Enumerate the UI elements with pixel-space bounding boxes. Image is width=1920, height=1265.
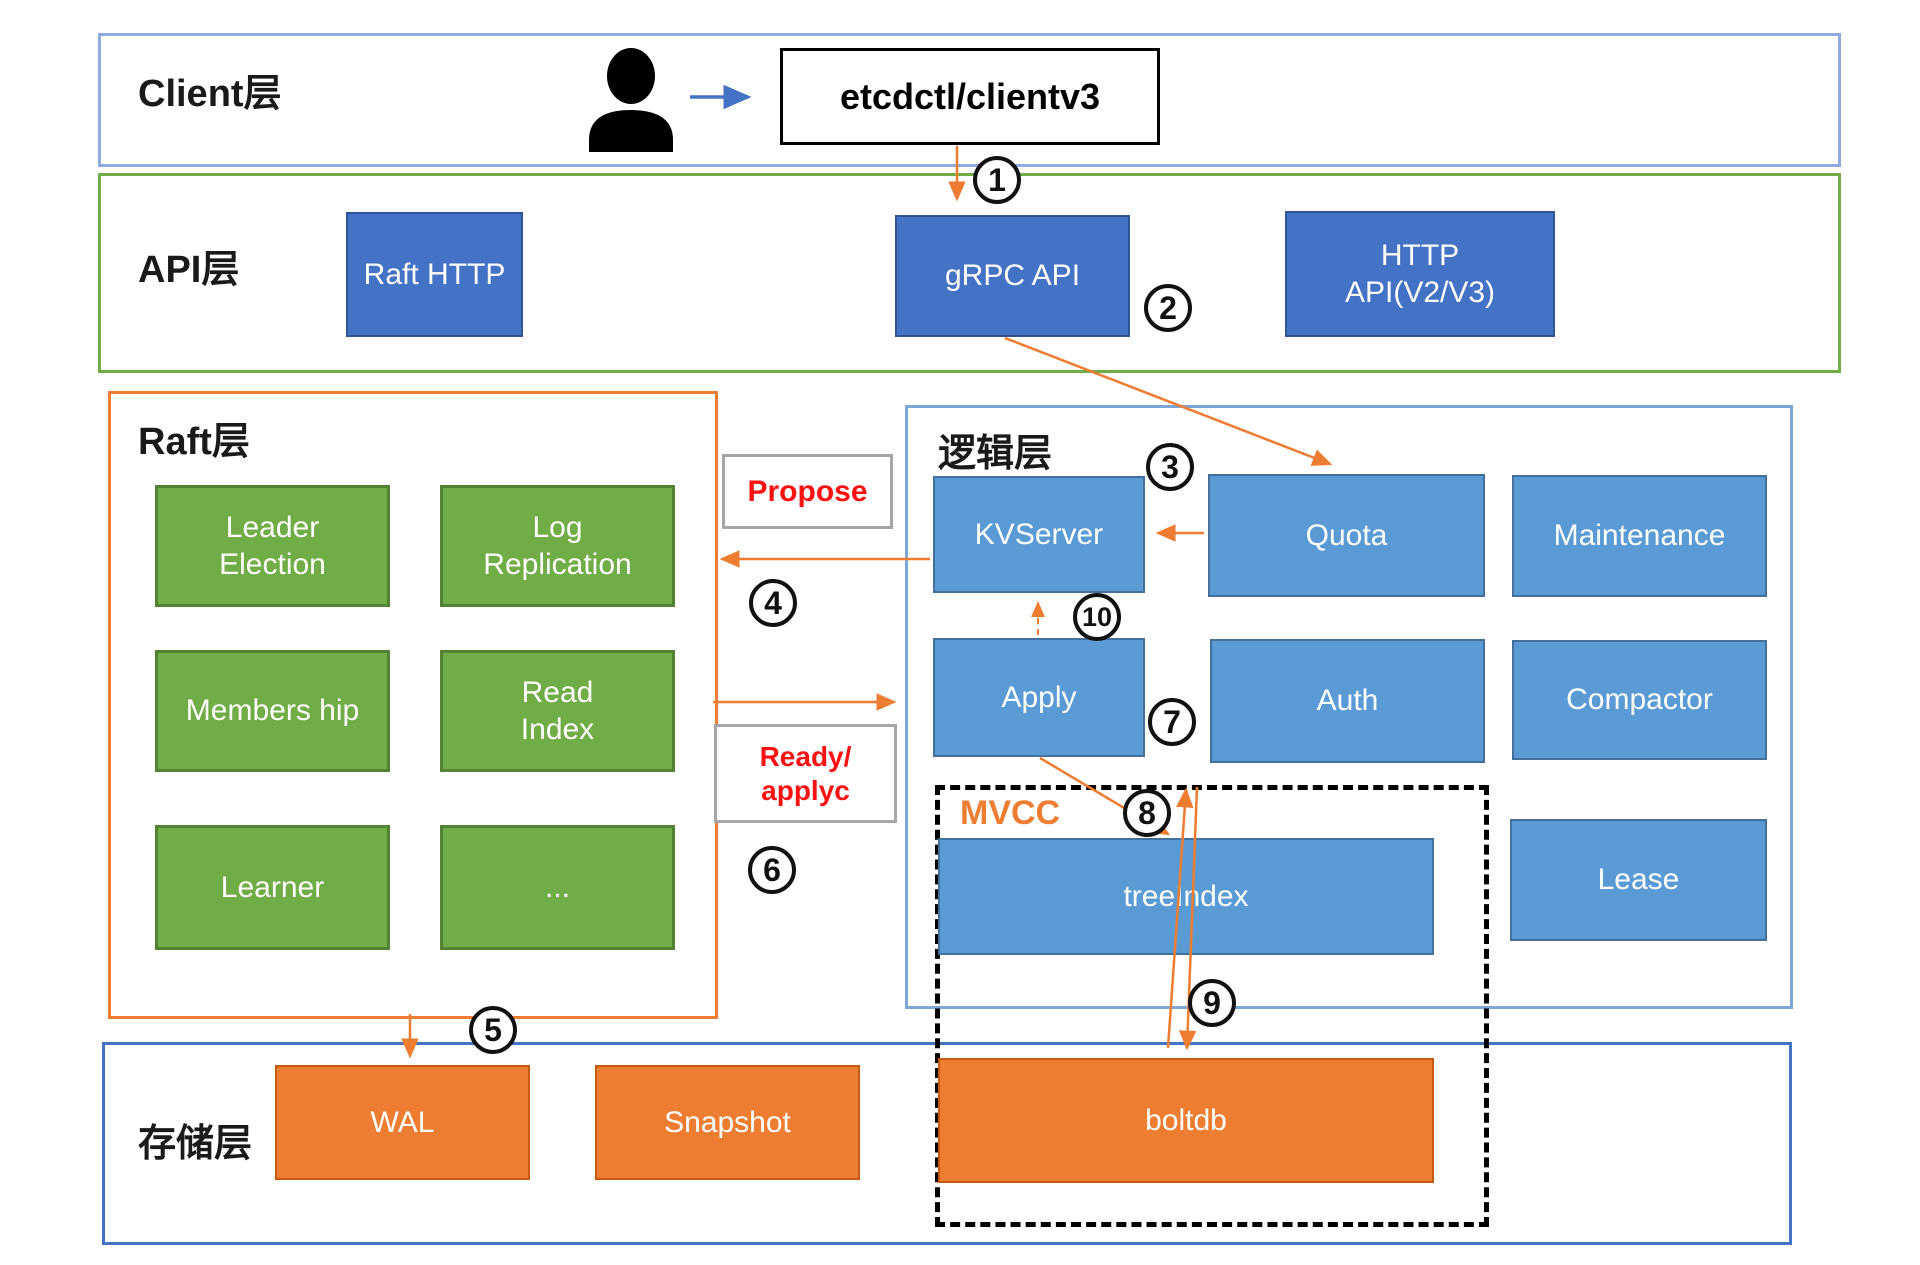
quota-box: Quota (1208, 474, 1485, 597)
auth-label: Auth (1316, 684, 1379, 718)
step-8-badge: 8 (1123, 789, 1171, 837)
grpc-api-box: gRPC API (895, 215, 1130, 337)
step-9-number: 9 (1203, 984, 1221, 1021)
step-1-badge: 1 (973, 156, 1021, 204)
ready-label-line2: applyc (761, 774, 850, 806)
propose-tag: Propose (722, 454, 893, 529)
step-9-badge: 9 (1188, 979, 1236, 1027)
wal-label: WAL (370, 1105, 435, 1139)
step-10-badge: 10 (1073, 593, 1121, 641)
snapshot-label: Snapshot (664, 1105, 791, 1139)
read-index-box: Read Index (440, 650, 675, 772)
raft-http-label: Raft HTTP (363, 257, 506, 291)
step-1-number: 1 (988, 161, 1006, 198)
ready-applyc-tag: Ready/ applyc (714, 724, 897, 823)
raft-layer-label: Raft层 (138, 421, 250, 463)
leader-election-box: Leader Election (155, 485, 390, 607)
http-api-box: HTTP API(V2/V3) (1285, 211, 1555, 337)
kvserver-label: KVServer (974, 517, 1104, 551)
lease-box: Lease (1510, 819, 1767, 941)
treeindex-label: treeIndex (1123, 879, 1249, 913)
maintenance-box: Maintenance (1512, 475, 1767, 597)
compactor-label: Compactor (1566, 683, 1713, 717)
boltdb-label: boltdb (1145, 1103, 1227, 1137)
leader-election-label: Leader Election (219, 510, 326, 582)
step-3-number: 3 (1161, 448, 1179, 485)
boltdb-box: boltdb (938, 1058, 1434, 1183)
log-replication-box: Log Replication (440, 485, 675, 607)
mvcc-group-box (935, 785, 1489, 1227)
step-7-number: 7 (1163, 703, 1181, 740)
step-7-badge: 7 (1148, 698, 1196, 746)
membership-label: Members hip (185, 694, 360, 728)
client-layer-label: Client层 (138, 73, 282, 115)
apply-label: Apply (1001, 680, 1077, 714)
step-4-number: 4 (764, 584, 782, 621)
membership-box: Members hip (155, 650, 390, 772)
compactor-box: Compactor (1512, 640, 1767, 760)
maintenance-label: Maintenance (1553, 519, 1726, 553)
snapshot-box: Snapshot (595, 1065, 860, 1180)
learner-label: Learner (220, 870, 325, 904)
auth-box: Auth (1210, 639, 1485, 763)
step-2-badge: 2 (1144, 284, 1192, 332)
ellipsis-label: ... (544, 870, 570, 904)
raft-http-box: Raft HTTP (346, 212, 523, 337)
grpc-api-label: gRPC API (944, 259, 1081, 293)
step-8-number: 8 (1138, 794, 1156, 831)
step-6-badge: 6 (748, 846, 796, 894)
log-replication-label: Log Replication (483, 510, 632, 582)
etcdctl-clientv3-box: etcdctl/clientv3 (780, 48, 1160, 145)
step-6-number: 6 (763, 851, 781, 888)
lease-label: Lease (1597, 863, 1680, 897)
ready-label-line1: Ready/ (759, 740, 852, 772)
ellipsis-box: ... (440, 825, 675, 950)
logic-layer-label: 逻辑层 (938, 433, 1053, 475)
mvcc-label: MVCC (960, 794, 1061, 832)
step-2-number: 2 (1159, 289, 1177, 326)
read-index-label: Read Index (520, 675, 595, 747)
step-3-badge: 3 (1146, 443, 1194, 491)
step-4-badge: 4 (749, 579, 797, 627)
quota-label: Quota (1305, 518, 1388, 552)
wal-box: WAL (275, 1065, 530, 1180)
propose-label: Propose (747, 474, 868, 508)
kvserver-box: KVServer (933, 476, 1145, 593)
step-10-number: 10 (1081, 601, 1113, 632)
learner-box: Learner (155, 825, 390, 950)
etcdctl-clientv3-label: etcdctl/clientv3 (839, 76, 1101, 117)
apply-box: Apply (933, 638, 1145, 757)
treeindex-box: treeIndex (938, 838, 1434, 955)
step-5-number: 5 (484, 1011, 502, 1048)
step-5-badge: 5 (469, 1006, 517, 1054)
user-icon (589, 48, 673, 152)
storage-layer-label: 存储层 (138, 1123, 253, 1165)
api-layer-label: API层 (138, 249, 240, 291)
http-api-label: HTTP API(V2/V3) (1344, 238, 1496, 310)
